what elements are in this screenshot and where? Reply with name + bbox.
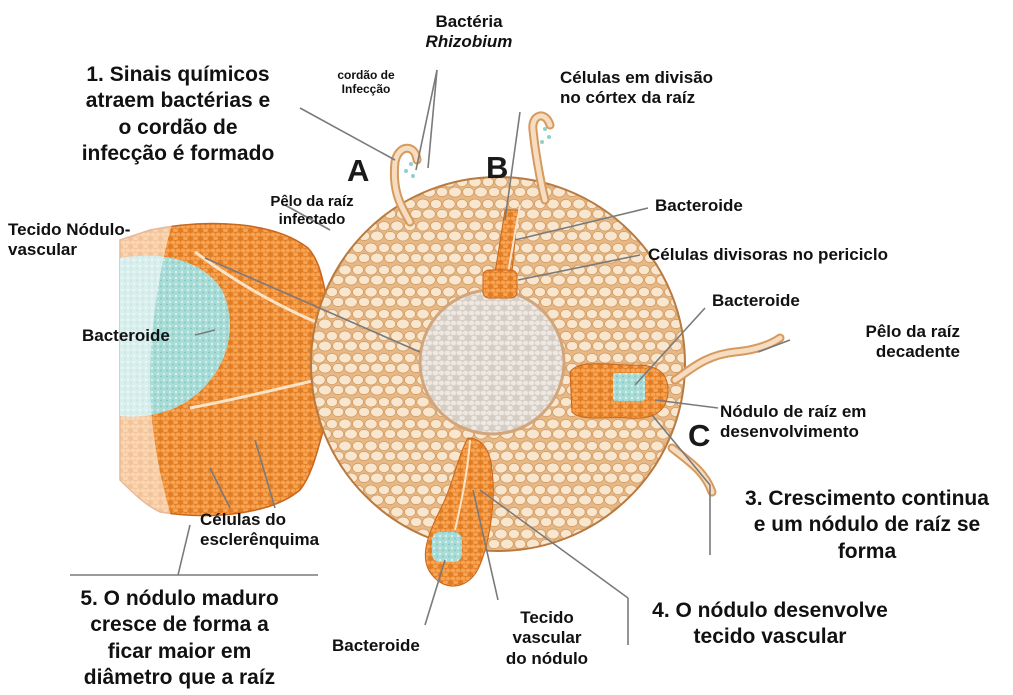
root-stele <box>420 290 564 434</box>
tecido-vascular-line-1: Tecido <box>492 608 602 628</box>
divisao-line-2: no córtex da raíz <box>560 88 760 108</box>
pelo-decadente-line-1: Pêlo da raíz <box>820 322 960 342</box>
label-divisoras: Células divisoras no periciclo <box>648 245 888 265</box>
label-esclerenquima: Células do esclerênquima <box>200 510 340 551</box>
pelo-infectado-line-2: infectado <box>242 211 382 229</box>
label-bacteroide-left: Bacteroide <box>82 326 170 346</box>
label-bacteroide-b: Bacteroide <box>655 196 743 216</box>
cordao-line-2: Infecção <box>316 82 416 96</box>
bacteria-title: Bactéria <box>414 12 524 32</box>
step5-line-2: cresce de forma a <box>52 612 307 638</box>
label-bacteria: Bactéria Rhizobium <box>414 12 524 53</box>
rhizobium-bacteria <box>404 127 551 178</box>
label-nodulo-raiz: Nódulo de raíz em desenvolvimento <box>720 402 920 443</box>
step5-line-4: diâmetro que a raíz <box>52 665 307 691</box>
label-pelo-decadente: Pêlo da raíz decadente <box>820 322 960 363</box>
step1-line-4: infecção é formado <box>62 141 294 167</box>
label-divisao: Células em divisão no córtex da raíz <box>560 68 760 109</box>
divisao-line-1: Células em divisão <box>560 68 760 88</box>
leader-step5-d <box>178 525 190 575</box>
mature-nodule-fade <box>0 215 175 530</box>
cordao-line-1: cordão de <box>316 68 416 82</box>
nodulo-raiz-line-1: Nódulo de raíz em <box>720 402 920 422</box>
pelo-decadente-line-2: decadente <box>820 342 960 362</box>
label-bacteroide-bottom: Bacteroide <box>332 636 420 656</box>
vascular-nodule-bacteroids <box>432 532 462 562</box>
stage-letter-b: B <box>486 150 508 186</box>
label-pelo-infectado: Pêlo da raíz infectado <box>242 193 382 229</box>
pelo-infectado-line-1: Pêlo da raíz <box>242 193 382 211</box>
label-step3: 3. Crescimento continua e um nódulo de r… <box>722 486 1012 565</box>
stage-letter-a: A <box>347 153 369 189</box>
step4-line-1: 4. O nódulo desenvolve <box>640 598 900 624</box>
developing-nodule-bacteroids <box>613 373 645 401</box>
step4-line-2: tecido vascular <box>640 624 900 650</box>
leader-bacteria-2 <box>428 70 437 168</box>
tecido-nodulo-line-1: Tecido Nódulo- <box>8 220 168 240</box>
step5-line-3: ficar maior em <box>52 639 307 665</box>
stage-c-nodule <box>570 364 668 419</box>
step1-line-3: o cordão de <box>62 115 294 141</box>
bacteria-species: Rhizobium <box>414 32 524 52</box>
label-step5: 5. O nódulo maduro cresce de forma a fic… <box>52 586 307 691</box>
tecido-vascular-line-3: do nódulo <box>492 649 602 669</box>
step3-line-1: 3. Crescimento continua <box>722 486 1012 512</box>
step1-line-1: 1. Sinais químicos <box>62 62 294 88</box>
step3-line-3: forma <box>722 539 1012 565</box>
step1-line-2: atraem bactérias e <box>62 88 294 114</box>
label-tecido-nodulo: Tecido Nódulo- vascular <box>8 220 168 261</box>
stage-letter-c: C <box>688 418 710 454</box>
tecido-nodulo-line-2: vascular <box>8 240 168 260</box>
label-step1: 1. Sinais químicos atraem bactérias e o … <box>62 62 294 167</box>
root-cross-section <box>311 177 685 551</box>
esclerenquima-line-2: esclerênquima <box>200 530 340 550</box>
nodulo-raiz-line-2: desenvolvimento <box>720 422 920 442</box>
label-bacteroide-c: Bacteroide <box>712 291 800 311</box>
tecido-vascular-line-2: vascular <box>492 628 602 648</box>
leader-bacteria-1 <box>416 70 437 170</box>
esclerenquima-line-1: Células do <box>200 510 340 530</box>
pericycle-dividing-cells <box>483 270 517 298</box>
label-tecido-vascular: Tecido vascular do nódulo <box>492 608 602 669</box>
label-cordao: cordão de Infecção <box>316 68 416 97</box>
step5-line-1: 5. O nódulo maduro <box>52 586 307 612</box>
step3-line-2: e um nódulo de raíz se <box>722 512 1012 538</box>
label-step4: 4. O nódulo desenvolve tecido vascular <box>640 598 900 651</box>
